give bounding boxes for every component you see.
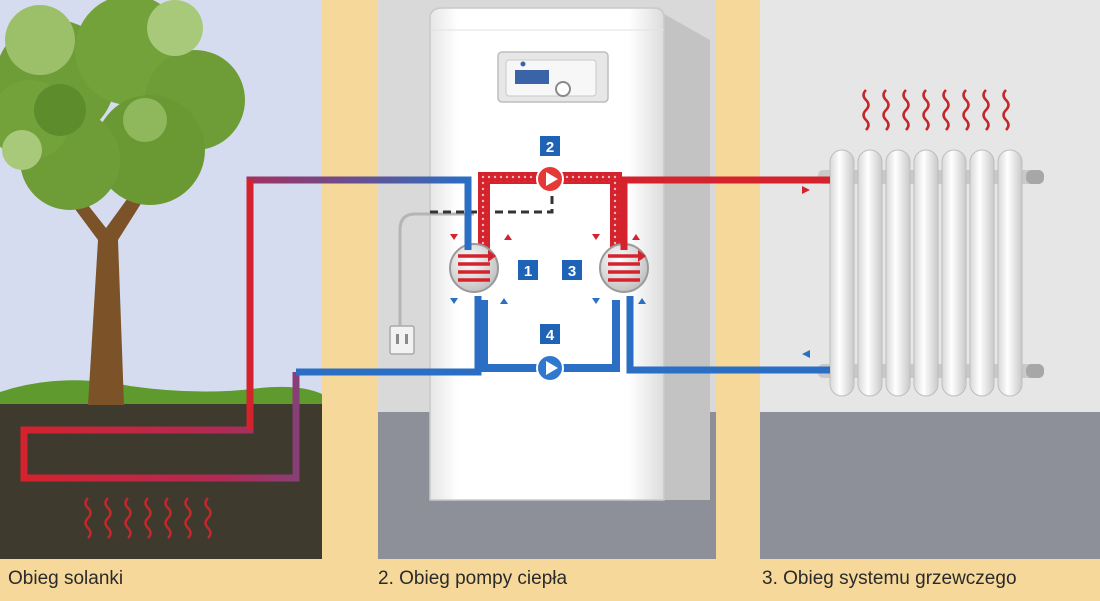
radiator-heat-waves [862,89,1010,131]
unit-shadow [664,14,710,500]
panel-heating-circuit [760,0,1100,559]
heat-wave-icon [902,89,910,131]
heat-exchanger-icon [599,243,649,293]
heating-pipes [620,176,830,374]
panel-heat-pump-circuit: 2 1 3 4 [378,0,716,559]
heat-wave-icon [204,497,212,539]
marker-middle-left: 1 [518,260,538,280]
heat-wave-icon [962,89,970,131]
radiator-icon [818,149,1044,397]
heat-wave-icon [882,89,890,131]
ground-heat-waves [84,497,212,539]
ground-loop-pipe [20,176,472,482]
marker-middle-right: 3 [562,260,582,280]
heating-supply-pipe [620,176,830,250]
heat-wave-icon [124,497,132,539]
power-cable [398,212,474,330]
radiator-flow-arrows [802,186,810,358]
svg-text:3: 3 [568,263,576,280]
svg-text:2: 2 [546,139,554,156]
power-plug-icon [389,325,415,355]
marker-pump-top: 2 [540,136,560,156]
marker-pump-bottom: 4 [540,324,560,344]
heating-return-pipe [626,296,830,374]
caption-heating-circuit: 3. Obieg systemu grzewczego [762,568,1017,589]
heat-wave-icon [144,497,152,539]
brine-pipes [20,176,482,482]
heat-wave-icon [862,89,870,131]
heat-wave-icon [184,497,192,539]
heat-wave-icon [164,497,172,539]
svg-text:1: 1 [524,263,532,280]
heat-exchanger-icon [449,243,499,293]
floor [760,412,1100,559]
flow-arrows [450,234,646,304]
caption-brine-circuit: Obieg solanki [8,568,124,589]
heat-wave-icon [922,89,930,131]
circulation-pump-icon [536,165,564,193]
caption-heat-pump-circuit: 2. Obieg pompy ciepła [378,568,568,589]
brine-return-pipe [296,296,482,376]
svg-text:4: 4 [546,327,555,344]
tree-icon [0,0,245,405]
heat-wave-icon [1002,89,1010,131]
heat-wave-icon [982,89,990,131]
circulation-pump-icon [536,354,564,382]
heat-pump-unit-icon [429,7,665,501]
heat-wave-icon [84,497,92,539]
heat-wave-icon [942,89,950,131]
heat-wave-icon [104,497,112,539]
control-panel-icon [497,51,609,103]
